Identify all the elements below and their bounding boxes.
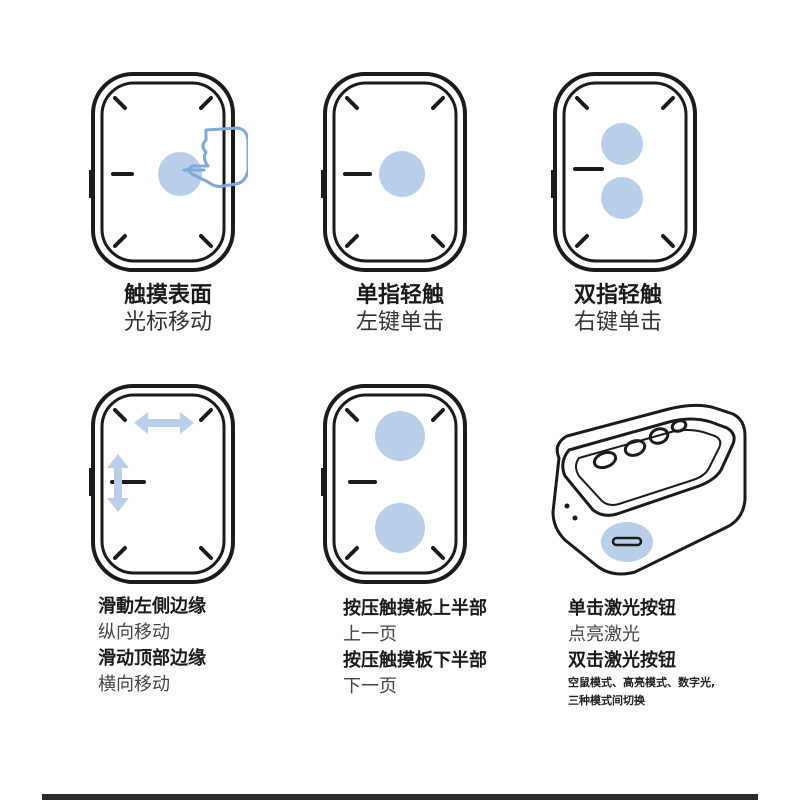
panel-title: 单指轻触	[355, 283, 444, 308]
arrow-horizontal-icon	[134, 412, 194, 434]
bottom-divider	[42, 794, 758, 800]
press-lower-title: 按压触摸板下半部	[343, 650, 487, 671]
caption-single-tap: 单指轻触 左键单击	[290, 282, 510, 336]
swipe-left-desc: 纵向移动	[98, 622, 170, 643]
touch-point-icon	[601, 177, 643, 219]
finger-icon	[182, 126, 248, 188]
swipe-top-title: 滑动顶部边缘	[98, 648, 206, 669]
panel-title: 触摸表面	[123, 283, 212, 308]
press-upper-title: 按压触摸板上半部	[343, 598, 487, 619]
touch-point-icon	[375, 503, 425, 553]
caption-swipe-edge: 滑動左側边缘 纵向移动 滑动顶部边缘 横向移动	[98, 594, 318, 698]
arrow-vertical-icon	[107, 454, 129, 512]
laser-double-title: 双击激光按钮	[568, 650, 676, 671]
caption-touch-surface: 触摸表面 光标移动	[58, 282, 278, 336]
caption-press-halves: 按压触摸板上半部 上一页 按压触摸板下半部 下一页	[343, 596, 563, 700]
press-lower-desc: 下一页	[343, 676, 397, 697]
touchpad-device-icon	[89, 384, 235, 584]
press-upper-desc: 上一页	[343, 624, 397, 645]
swipe-left-title: 滑動左側边缘	[98, 596, 206, 617]
laser-button-highlight	[601, 522, 653, 562]
touch-point-icon	[601, 123, 643, 165]
laser-single-title: 单击激光按钮	[568, 598, 676, 619]
laser-double-desc-2: 三种模式间切换	[568, 694, 645, 707]
laser-double-desc-1: 空鼠模式、高亮模式、数字光,	[568, 676, 716, 689]
touch-point-icon	[158, 152, 202, 196]
touch-point-icon	[379, 151, 425, 197]
panel-title: 双指轻触	[573, 283, 662, 308]
remote-device-icon	[551, 403, 747, 576]
swipe-top-desc: 横向移动	[98, 674, 170, 695]
panel-subtitle: 右键单击	[573, 310, 662, 335]
panel-subtitle: 左键单击	[355, 310, 444, 335]
touchpad-device-icon	[89, 72, 248, 272]
caption-laser-button: 单击激光按钮 点亮激光 双击激光按钮 空鼠模式、高亮模式、数字光, 三种模式间切…	[568, 596, 788, 710]
touch-point-icon	[375, 411, 425, 461]
touchpad-device-icon	[321, 72, 467, 272]
touchpad-device-icon	[321, 384, 467, 584]
touchpad-device-icon	[551, 72, 697, 272]
caption-double-tap: 双指轻触 右键单击	[508, 282, 728, 336]
laser-single-desc: 点亮激光	[568, 624, 640, 645]
panel-subtitle: 光标移动	[123, 310, 212, 335]
